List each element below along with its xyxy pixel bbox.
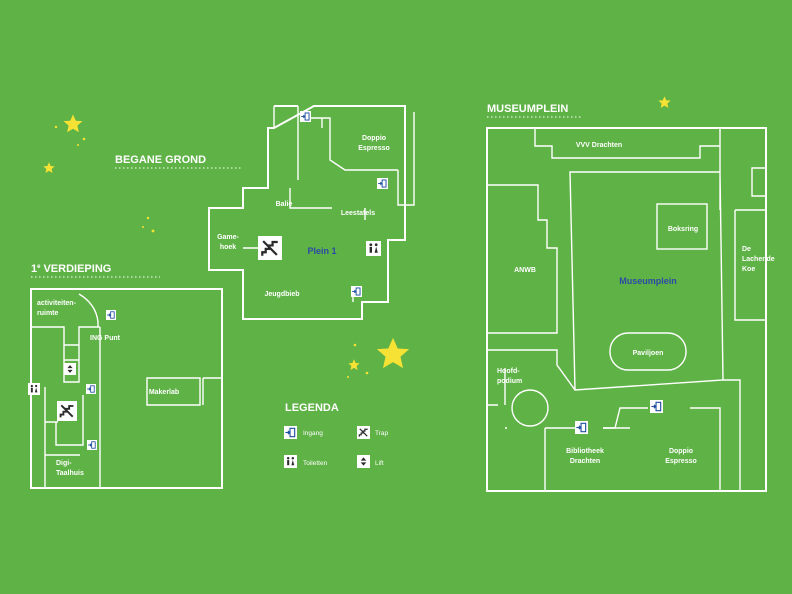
sparkle-dot [353,343,357,347]
label-paviljoen: Paviljoen [633,350,664,357]
star-icon [348,359,360,370]
paviljoen-shape [609,332,687,371]
heading-museumplein: MUSEUMPLEIN [487,103,568,115]
label-anwb: ANWB [514,267,536,274]
sparkle-dot [77,144,79,146]
entrance-icon [351,286,362,297]
first-floor-walls [31,293,222,488]
entrance-icon [284,426,297,439]
label-makerlab: Makerlab [149,389,179,396]
sparkle-dot [82,137,86,141]
sparkle-dot [151,229,155,233]
entrance-icon [106,310,116,320]
label-leestafels: Leestafels [341,210,375,217]
heading-begane-grond: BEGANE GROND [115,154,206,166]
label-hoofdpodium: Hoofd-podium [497,368,522,385]
boksring-shape [656,203,708,250]
sparkle-dot [54,125,58,129]
entrance-icon [650,400,663,413]
stairs-icon [57,401,77,421]
museumplein-walls [487,128,767,490]
label-boksring: Boksring [668,226,698,233]
ground-floor-outline [208,105,406,320]
walkway-lines [545,407,648,429]
label-museumplein: Museumplein [619,276,677,286]
entrance-icon [300,111,311,122]
legend-toiletten: Toiletten [303,460,328,467]
sparkle-dot [365,371,369,375]
label-ing-punt: ING Punt [90,335,121,342]
first-floor-outline [30,288,223,489]
legend-ingang: Ingang [303,430,323,437]
legend-lift: Lift [375,460,384,467]
label-gamehoek: Game-hoek [217,234,239,251]
star-icon [63,114,83,133]
entrance-icon [575,421,588,434]
stairs-icon [357,426,370,439]
museumplein-outline [486,127,767,492]
sparkle-dot [142,226,144,228]
stars-decoration [43,96,671,378]
star-icon [376,337,410,369]
label-digi-taalhuis: Digi-Taalhuis [56,460,84,477]
hoofdpodium-shape [511,389,549,427]
sparkle-dot [347,376,349,378]
stairs-icon [258,236,282,260]
legend-title: LEGENDA [285,402,339,414]
label-vvv-drachten: VVV Drachten [576,142,622,149]
entrance-icon [86,384,96,394]
first-floor-plan: activiteiten-ruimte ING Punt Makerlab Di… [28,288,223,489]
label-balie: Balie [276,201,293,208]
entrance-icon [87,440,97,450]
label-plein-1: Plein 1 [307,246,336,256]
lift-icon [64,363,76,375]
toilets-icon [284,455,297,468]
toilets-icon [366,241,381,256]
star-icon [43,162,55,173]
lift-icon [357,455,370,468]
label-activiteitenruimte: activiteiten-ruimte [37,300,77,317]
ground-floor-walls [243,106,415,302]
sparkle-dot [146,216,150,220]
legend-trap: Trap [375,430,389,437]
toilets-icon [28,383,40,395]
entrance-icon [377,178,388,189]
legend: LEGENDA Ingang Trap Toiletten Lift [284,402,389,468]
label-jeugdbieb: Jeugdbieb [264,291,299,298]
star-icon [658,96,671,108]
